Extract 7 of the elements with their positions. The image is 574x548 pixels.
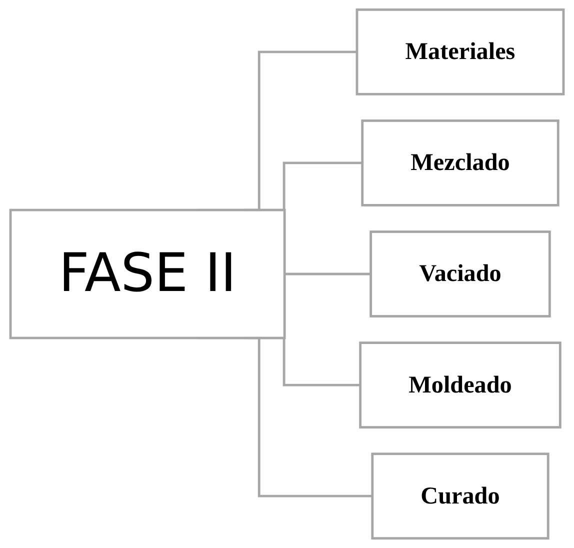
node-box: FASE II — [9, 208, 286, 340]
node-box: Vaciado — [370, 230, 551, 318]
node-box: Moldeado — [359, 342, 562, 428]
node-box: Mezclado — [361, 120, 560, 206]
node-box: Curado — [371, 452, 550, 540]
connector — [284, 272, 371, 276]
node-box: Materiales — [356, 8, 565, 96]
